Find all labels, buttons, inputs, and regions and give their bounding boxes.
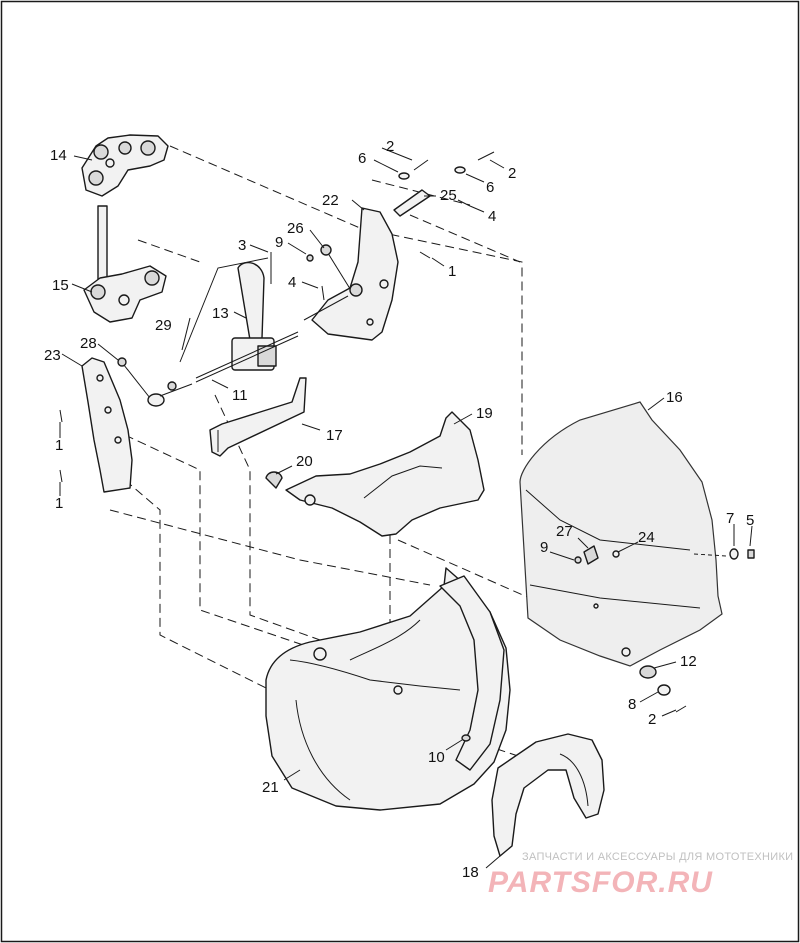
fasteners bbox=[59, 199, 471, 483]
windshield-hardware bbox=[461, 545, 755, 742]
callout-19: 19 bbox=[476, 405, 493, 422]
callout-11: 11 bbox=[232, 387, 248, 404]
callout-1-upper: 1 bbox=[448, 263, 456, 280]
callout-4-lower: 4 bbox=[288, 274, 296, 291]
linkage-arm bbox=[303, 244, 363, 321]
callout-17: 17 bbox=[326, 427, 343, 444]
headlamp-adjuster bbox=[195, 261, 299, 383]
leader-lines bbox=[59, 147, 753, 869]
outer-fairing bbox=[265, 567, 511, 811]
lower-linkage bbox=[117, 357, 193, 407]
callout-28: 28 bbox=[80, 335, 97, 352]
callout-13: 13 bbox=[212, 305, 229, 322]
callout-12: 12 bbox=[680, 653, 697, 670]
callout-5: 5 bbox=[746, 512, 754, 529]
callout-29: 29 bbox=[155, 317, 172, 334]
callout-labels: 14 15 29 3 9 26 4 13 11 17 22 2 6 2 6 25… bbox=[44, 138, 754, 881]
callout-2-top: 2 bbox=[386, 138, 394, 155]
callout-9-lower: 9 bbox=[540, 539, 548, 556]
inner-fairing-panel bbox=[265, 411, 485, 537]
callout-6-right: 6 bbox=[486, 179, 494, 196]
callout-6-top: 6 bbox=[358, 150, 366, 167]
callout-10: 10 bbox=[428, 749, 445, 766]
fairing-mount-plate bbox=[311, 207, 399, 341]
callout-9-upper: 9 bbox=[275, 234, 283, 251]
callout-22: 22 bbox=[322, 192, 339, 209]
callout-24: 24 bbox=[638, 529, 655, 546]
lower-mount-bracket bbox=[209, 377, 307, 457]
side-mount-bracket bbox=[81, 357, 133, 493]
callout-2-bottom: 2 bbox=[648, 711, 656, 728]
watermark-tagline: ЗАПЧАСТИ И АКСЕССУАРЫ ДЛЯ МОТОТЕХНИКИ bbox=[522, 851, 793, 863]
lower-triple-clamp-stem bbox=[83, 205, 167, 323]
callout-18: 18 bbox=[462, 864, 479, 881]
callout-27: 27 bbox=[556, 523, 573, 540]
callout-23: 23 bbox=[44, 347, 61, 364]
fairing-cap bbox=[491, 733, 605, 857]
callout-26: 26 bbox=[287, 220, 304, 237]
callout-25: 25 bbox=[440, 187, 457, 204]
watermark: ЗАПЧАСТИ И АКСЕССУАРЫ ДЛЯ МОТОТЕХНИКИ PA… bbox=[488, 851, 793, 899]
callout-8: 8 bbox=[628, 696, 636, 713]
callout-2-right: 2 bbox=[508, 165, 516, 182]
windshield bbox=[519, 401, 723, 667]
callout-15: 15 bbox=[52, 277, 69, 294]
callout-3: 3 bbox=[238, 237, 246, 254]
callout-16: 16 bbox=[666, 389, 683, 406]
bracket-outline bbox=[179, 257, 269, 363]
adjuster-screw bbox=[393, 151, 495, 217]
callout-1-middle: 1 bbox=[55, 437, 63, 454]
upper-triple-clamp bbox=[81, 134, 169, 197]
callout-1-lower: 1 bbox=[55, 495, 63, 512]
callout-7: 7 bbox=[726, 510, 734, 527]
callout-4-upper: 4 bbox=[488, 208, 496, 225]
callout-14: 14 bbox=[50, 147, 67, 164]
callout-21: 21 bbox=[262, 779, 279, 796]
watermark-logo: PARTSFOR.RU bbox=[488, 866, 713, 899]
callout-20: 20 bbox=[296, 453, 313, 470]
